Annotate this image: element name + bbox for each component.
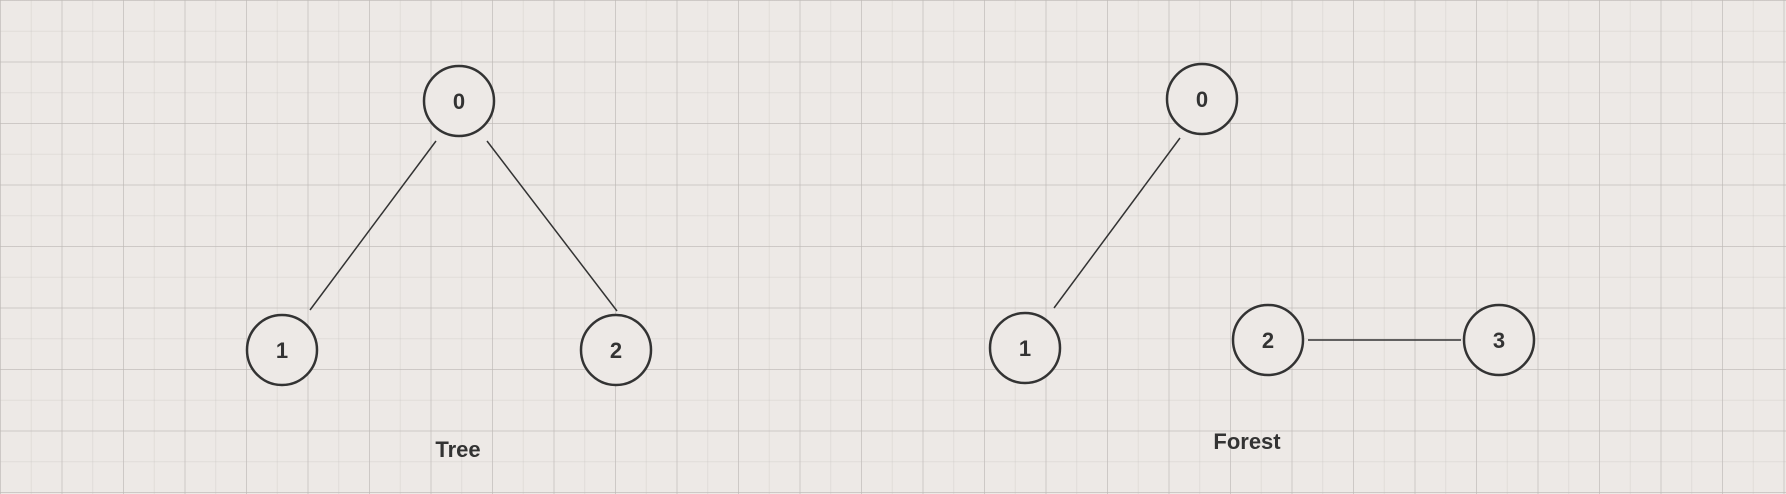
tree-node-2: 2 [579, 313, 653, 387]
forest-caption: Forest [1213, 429, 1281, 454]
edge-tree-0-1 [309, 140, 437, 311]
tree-node-1: 1 [245, 313, 319, 387]
edge-tree-0-2 [486, 140, 618, 312]
forest-node-2-label: 2 [1262, 328, 1274, 353]
forest-node-1: 1 [988, 311, 1062, 385]
tree-node-0: 0 [422, 64, 496, 138]
forest-node-1-label: 1 [1019, 336, 1031, 361]
tree-diagram: 0 1 2 Tree [245, 64, 653, 462]
forest-node-2: 2 [1231, 303, 1305, 377]
forest-node-0: 0 [1165, 62, 1239, 136]
forest-node-0-label: 0 [1196, 87, 1208, 112]
forest-diagram: 0 1 2 3 Forest [988, 62, 1536, 454]
edge-forest-0-1 [1053, 137, 1181, 309]
tree-caption: Tree [435, 437, 480, 462]
tree-node-1-label: 1 [276, 338, 288, 363]
tree-node-2-label: 2 [610, 338, 622, 363]
tree-node-0-label: 0 [453, 89, 465, 114]
forest-node-3-label: 3 [1493, 328, 1505, 353]
forest-node-3: 3 [1462, 303, 1536, 377]
